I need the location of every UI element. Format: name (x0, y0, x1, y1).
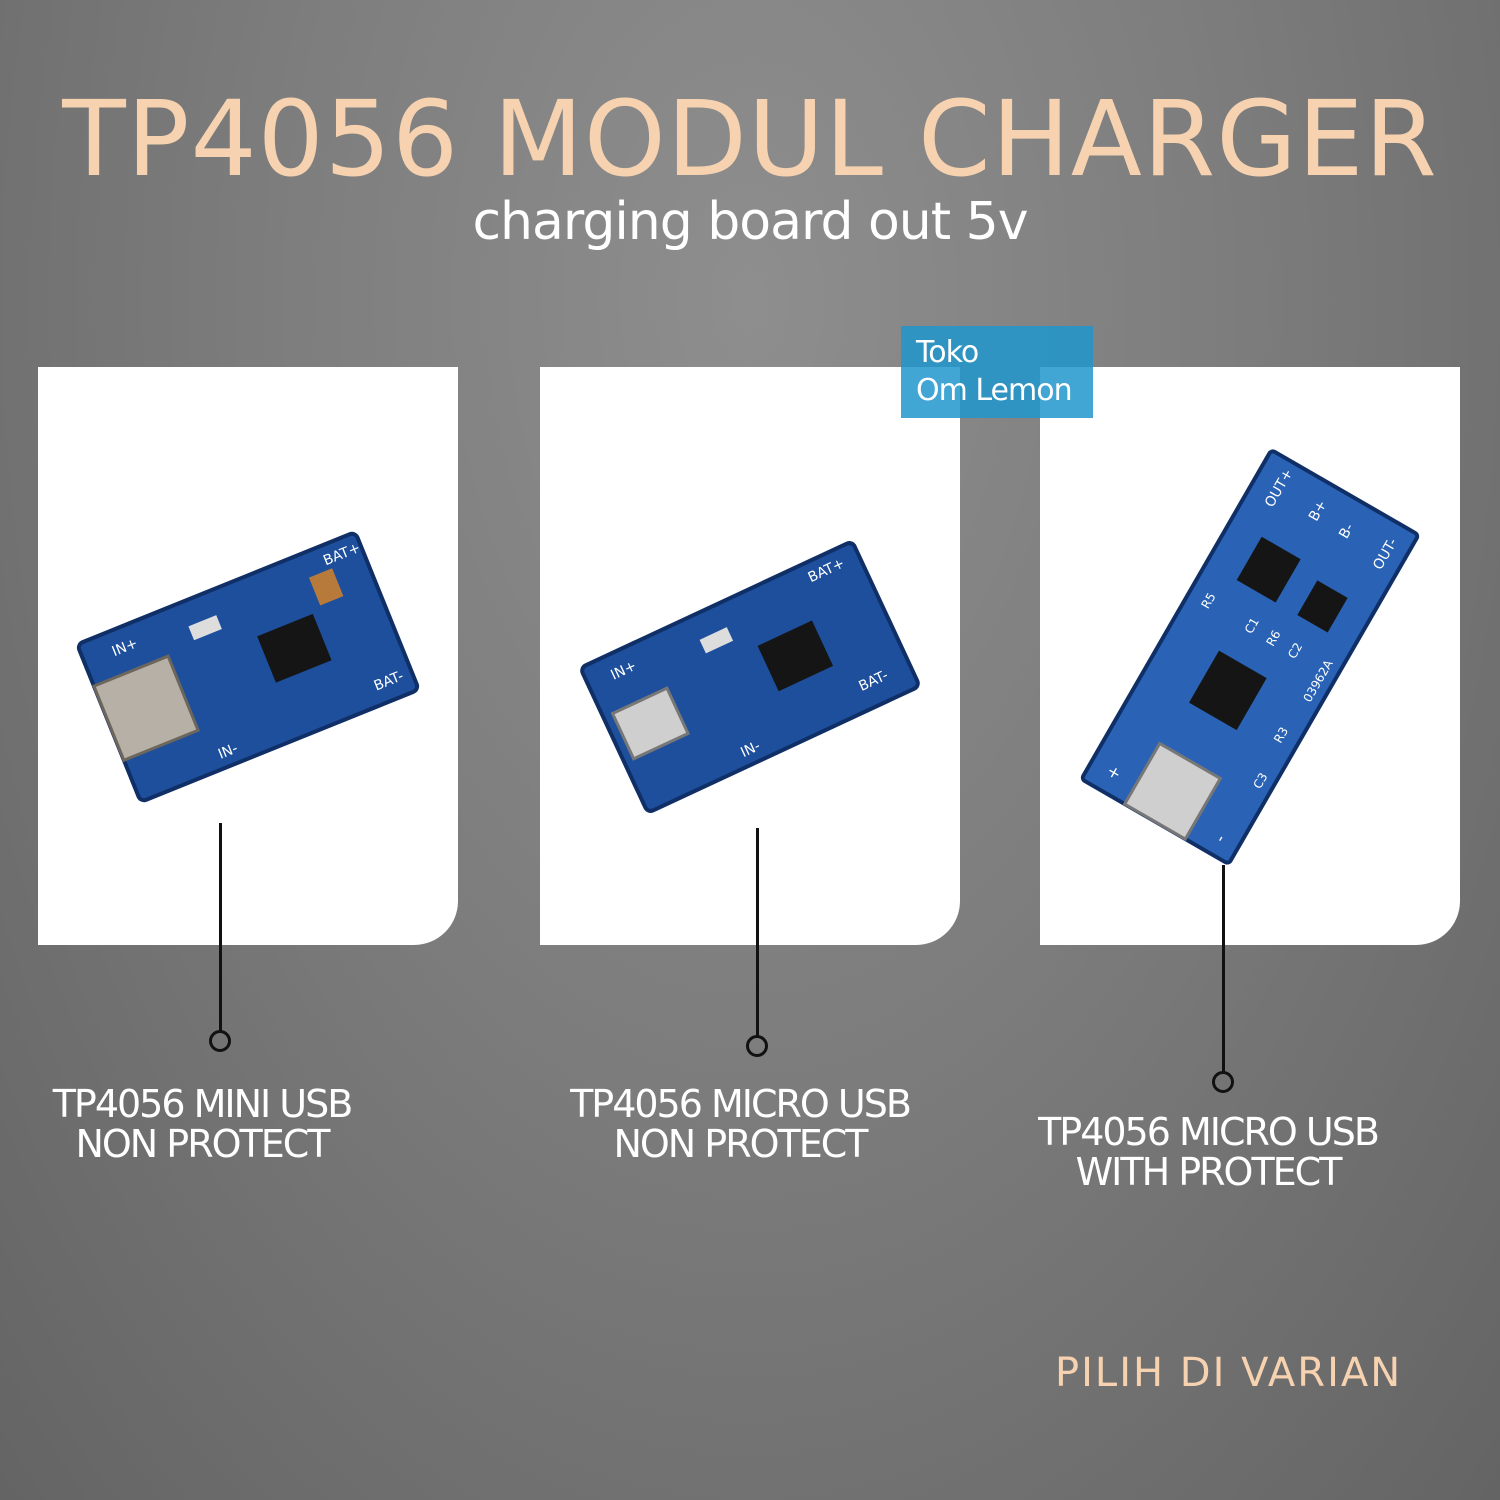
callout-dot-2 (746, 1035, 768, 1057)
callout-dot-3 (1212, 1071, 1234, 1093)
svg-text:R5: R5 (1199, 590, 1219, 611)
store-watermark: Toko Om Lemon (901, 326, 1093, 418)
tp4056-micro-usb-board-image: IN+ IN- BAT+ BAT- (580, 541, 920, 813)
product-card-mini-usb: IN+ IN- BAT+ BAT- (38, 367, 458, 945)
svg-text:C3: C3 (1250, 770, 1270, 791)
page-subtitle: charging board out 5v (472, 192, 1028, 252)
svg-text:IN-: IN- (738, 738, 763, 761)
product-card-micro-usb-protect: OUT+ B+ B- OUT- R5 C1 R6 C2 03962A R3 C3… (1040, 367, 1460, 945)
callout-line-1 (219, 823, 222, 1031)
callout-line-2 (756, 828, 759, 1036)
svg-text:C2: C2 (1285, 640, 1305, 661)
svg-text:R3: R3 (1271, 725, 1291, 746)
svg-text:B-: B- (1336, 521, 1357, 542)
svg-text:C1: C1 (1242, 615, 1262, 636)
footer-variant-note: PILIH DI VARIAN (1055, 1350, 1403, 1396)
product-label-micro-usb-protect: TP4056 MICRO USB WITH PROTECT (998, 1112, 1418, 1192)
svg-text:IN-: IN- (216, 741, 240, 763)
svg-text:R6: R6 (1263, 628, 1283, 649)
callout-dot-1 (209, 1030, 231, 1052)
label-line-1: TP4056 MICRO USB (570, 1082, 912, 1126)
label-line-1: TP4056 MICRO USB (1038, 1110, 1380, 1154)
page-title: TP4056 MODUL CHARGER (62, 78, 1438, 200)
watermark-line-1: Toko (916, 335, 979, 370)
product-label-mini-usb: TP4056 MINI USB NON PROTECT (0, 1084, 412, 1164)
label-line-2: WITH PROTECT (1075, 1150, 1343, 1194)
callout-line-3 (1222, 865, 1225, 1072)
tp4056-mini-usb-board-image: IN+ IN- BAT+ BAT- (76, 531, 420, 803)
label-line-1: TP4056 MINI USB (52, 1082, 354, 1126)
label-line-2: NON PROTECT (75, 1122, 330, 1166)
label-line-2: NON PROTECT (613, 1122, 868, 1166)
watermark-line-2: Om Lemon (916, 373, 1073, 408)
tp4056-micro-usb-protect-board-image: OUT+ B+ B- OUT- R5 C1 R6 C2 03962A R3 C3… (1080, 449, 1420, 865)
product-card-micro-usb: IN+ IN- BAT+ BAT- (540, 367, 960, 945)
product-label-micro-usb: TP4056 MICRO USB NON PROTECT (530, 1084, 950, 1164)
